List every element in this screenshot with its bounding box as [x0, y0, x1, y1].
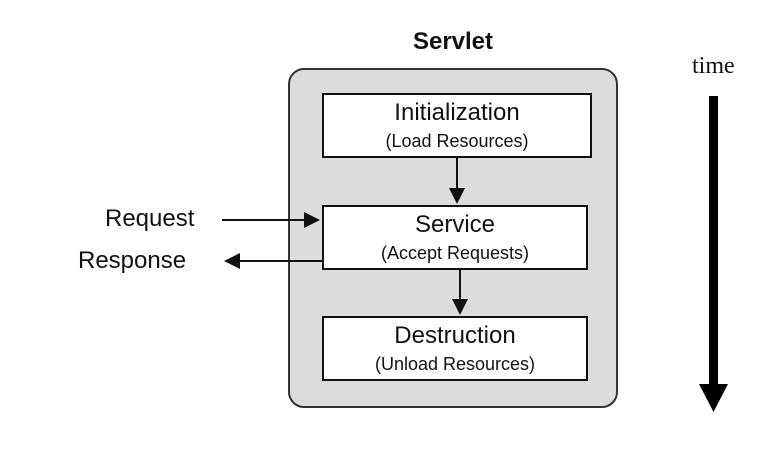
service-label: Service	[414, 211, 496, 238]
initialization-label: Initialization	[394, 99, 520, 126]
diagram-title: Servlet	[412, 28, 494, 55]
initialization-detail: (Load Resources)	[385, 131, 529, 151]
response-label: Response	[78, 247, 187, 274]
time-arrow	[699, 96, 728, 412]
request-label: Request	[105, 205, 195, 232]
destruction-label: Destruction	[394, 322, 516, 349]
service-box: Service (Accept Requests)	[322, 205, 588, 270]
service-detail: (Accept Requests)	[380, 243, 530, 263]
destruction-detail: (Unload Resources)	[374, 354, 536, 374]
destruction-box: Destruction (Unload Resources)	[322, 316, 588, 381]
time-label: time	[692, 53, 735, 79]
initialization-box: Initialization (Load Resources)	[322, 93, 592, 158]
